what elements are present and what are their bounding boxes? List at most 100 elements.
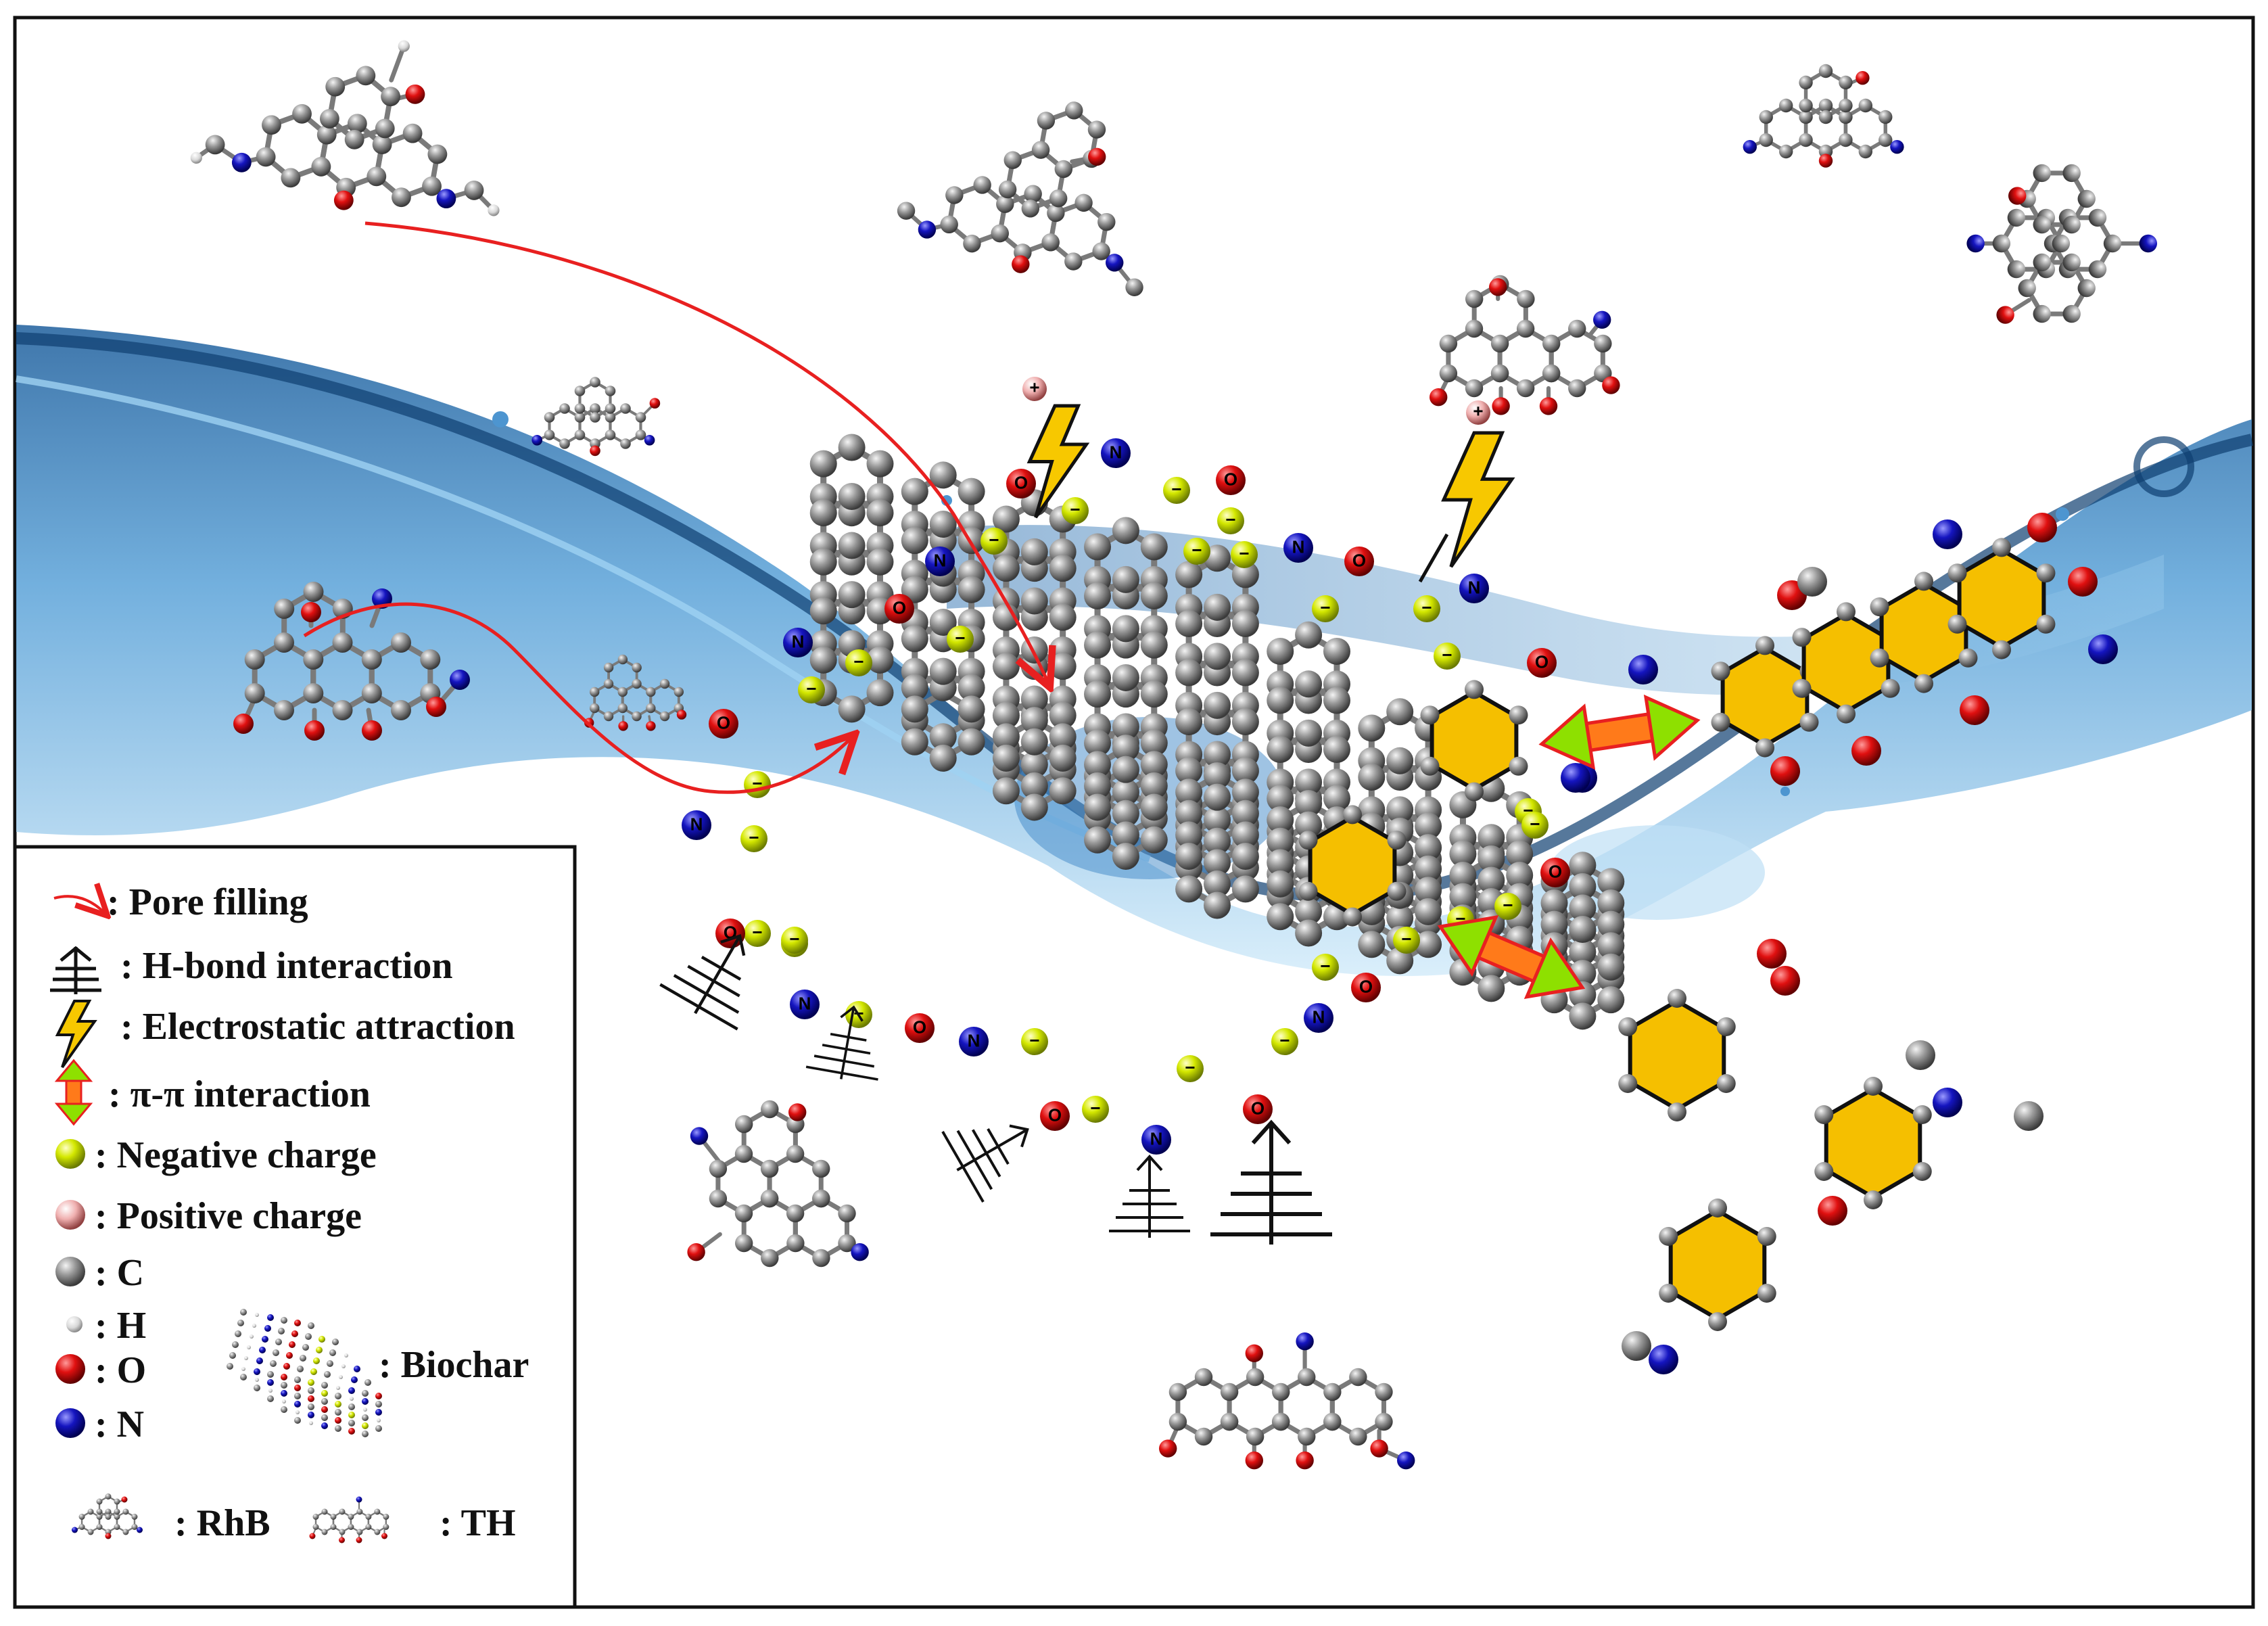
carbon-atom: [2033, 164, 2051, 183]
nitrogen-atom-label: N: [1313, 1007, 1325, 1027]
carbon-atom: [1415, 834, 1442, 862]
carbon-atom: [838, 695, 866, 723]
biochar-mini-atom: [335, 1417, 341, 1424]
carbon-atom: [1140, 582, 1168, 610]
h-bond-middle: [941, 1124, 1029, 1203]
nitrogen-atom-label: N: [690, 814, 703, 835]
oxygen-atom: [1818, 1196, 1847, 1226]
biochar-mini-atom: [339, 1375, 343, 1379]
molecule: [687, 1100, 869, 1268]
biochar-mini-atom: [255, 1313, 259, 1317]
nitrogen-atom: [918, 220, 937, 239]
carbon-atom: [1231, 779, 1259, 806]
pi-pi-arrow-upper-tip-end: [1643, 694, 1701, 761]
negative-charge-label: −: [1171, 479, 1181, 499]
molecule: [1743, 64, 1904, 168]
nitrogen-atom-label: N: [968, 1031, 981, 1051]
oxygen-atom: [309, 1533, 316, 1539]
carbon-atom: [1881, 678, 1900, 698]
negative-charge: [1413, 595, 1440, 622]
carbon-atom: [319, 109, 339, 129]
carbon-atom: [605, 386, 616, 396]
negative-charge: [1217, 507, 1244, 534]
oxygen-atom: [1489, 278, 1507, 296]
biochar-mini-atom: [305, 1333, 312, 1340]
oxygen-atom: [687, 1243, 705, 1261]
carbon-atom: [1415, 931, 1442, 958]
carbon-atom: [866, 450, 894, 478]
nitrogen-atom: [356, 1496, 362, 1503]
carbon-atom: [901, 478, 928, 505]
biochar-mini-atom: [375, 1393, 382, 1399]
pi-pi-arrow-lower-tip-start: [1437, 914, 1499, 977]
oxygen-atom: [649, 398, 661, 409]
carbon-atom: [1204, 783, 1231, 811]
carbon-atom: [303, 683, 324, 703]
carbon-atom: [674, 687, 684, 697]
carbon-atom: [1343, 805, 1362, 824]
oxygen-atom-label: O: [1549, 862, 1562, 882]
carbon-atom: [1020, 587, 1048, 615]
carbon-atom: [1778, 98, 1793, 113]
carbon-atom: [940, 215, 958, 234]
negative-charge-label: −: [749, 827, 759, 847]
carbon-atom: [603, 662, 614, 673]
carbon-atom: [1204, 762, 1231, 790]
biochar-mini-atom: [362, 1390, 369, 1397]
carbon-atom: [1175, 561, 1203, 588]
legend-label-th: : TH: [440, 1502, 516, 1544]
biochar-mini-atom: [259, 1347, 266, 1353]
biochar-mini-atom: [252, 1324, 256, 1328]
carbon-atom: [1140, 826, 1168, 854]
biochar-mini-atom: [254, 1385, 260, 1391]
biochar-mini-atom: [308, 1322, 314, 1329]
carbon-atom: [1231, 708, 1259, 736]
carbon-atom: [1839, 110, 1853, 124]
carbon-atom: [1049, 744, 1077, 772]
carbon-atom: [131, 1524, 138, 1530]
carbon-atom: [1323, 637, 1350, 665]
negative-charge: [781, 927, 808, 954]
carbon-atom: [1112, 821, 1139, 849]
legend-label-electrostatic: : Electrostatic attraction: [120, 1006, 515, 1048]
negative-charge: [1062, 497, 1089, 524]
carbon-atom: [339, 1529, 346, 1535]
h-bond-left-2-bar: [822, 1044, 871, 1055]
carbon-atom: [281, 168, 301, 188]
carbon-atom: [1992, 234, 2011, 253]
carbon-atom: [1204, 849, 1231, 877]
oxygen-atom-label: O: [1359, 977, 1373, 997]
pi-pi-double-arrow-icon: [54, 1059, 93, 1126]
biochar-mini-atom: [308, 1412, 314, 1418]
carbon-atom: [590, 703, 600, 714]
carbon-atom: [96, 1524, 103, 1530]
carbon-atom: [2036, 563, 2056, 583]
biochar-mini-atom: [275, 1339, 282, 1345]
carbon-atom: [2077, 279, 2096, 298]
carbon-atom: [1622, 1331, 1651, 1361]
biochar-mini-atom: [316, 1347, 323, 1353]
carbon-atom: [1386, 747, 1414, 774]
nitrogen-atom-icon: [55, 1408, 85, 1438]
carbon-atom: [1778, 144, 1793, 159]
carbon-atom: [1140, 533, 1168, 561]
biochar-mini-atom: [254, 1368, 260, 1375]
carbon-atom: [1097, 212, 1116, 231]
h-bond-left-2-bar: [813, 1054, 875, 1068]
carbon-atom: [996, 195, 1014, 213]
carbon-atom: [1708, 1199, 1727, 1217]
carbon-atom: [422, 176, 442, 196]
carbon-atom: [114, 1524, 120, 1530]
legend-box: [13, 845, 577, 1609]
h-bond-middle-bar: [956, 1130, 993, 1190]
carbon-atom: [605, 412, 616, 423]
negative-charge-label: −: [752, 922, 762, 942]
molecule: [531, 377, 661, 457]
carbon-atom: [1175, 799, 1203, 827]
carbon-atom: [1047, 204, 1065, 223]
carbon-atom: [1003, 151, 1022, 169]
carbon-atom: [901, 625, 928, 653]
carbon-atom: [347, 114, 367, 134]
carbon-atom: [391, 632, 411, 653]
biochar-mini-atom: [244, 1356, 248, 1360]
